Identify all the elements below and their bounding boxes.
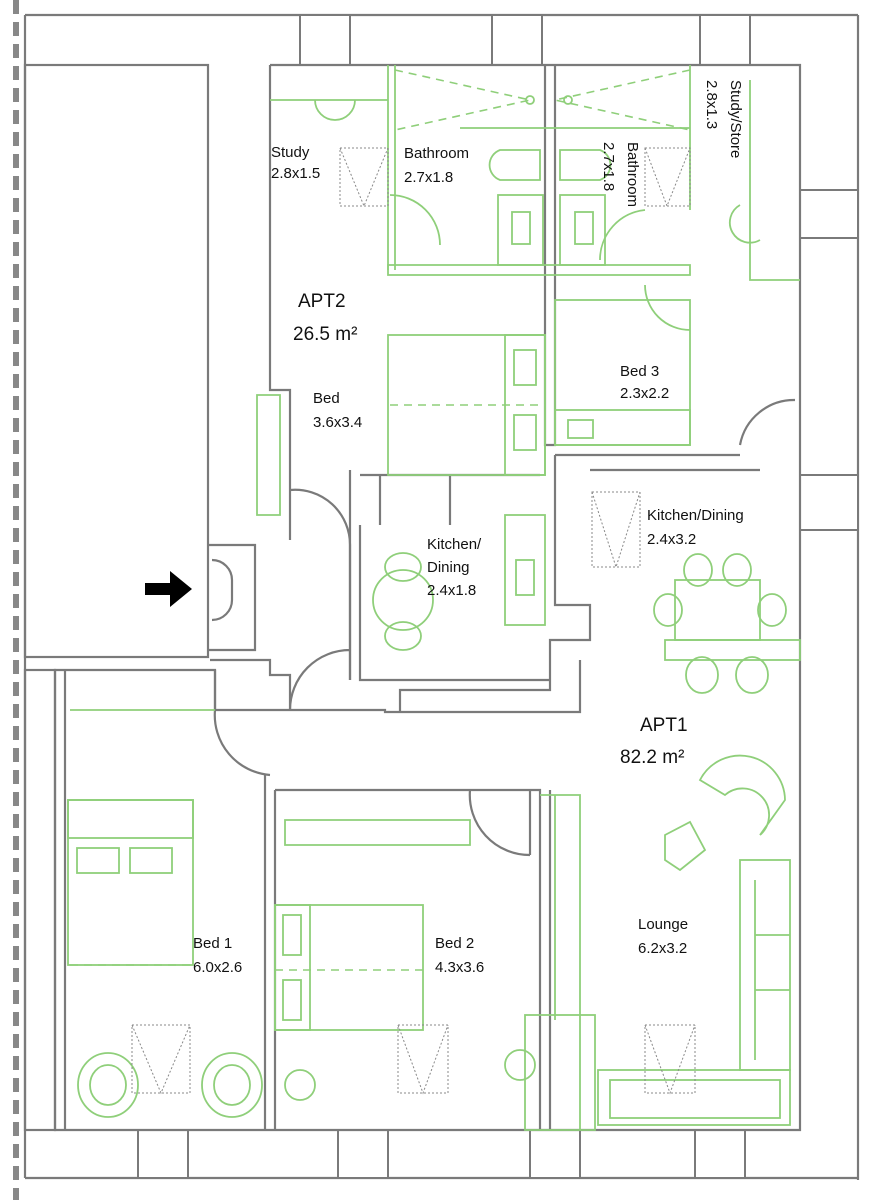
windows xyxy=(137,14,859,1179)
room-size: 2.3x2.2 xyxy=(620,385,669,402)
apt2-name: APT2 xyxy=(298,291,346,312)
room-name: Dining xyxy=(427,559,470,576)
arrow-right-icon xyxy=(145,571,192,607)
doors xyxy=(213,194,796,857)
apt1-area: 82.2 m² xyxy=(620,747,684,768)
room-size: 6.2x3.2 xyxy=(638,940,687,957)
room-name: Study/Store xyxy=(727,80,744,158)
room-size: 4.3x3.6 xyxy=(435,959,484,976)
room-name: Bathroom xyxy=(404,145,469,162)
room-size: 2.7x1.8 xyxy=(404,169,453,186)
room-name: Lounge xyxy=(638,916,688,933)
neighbour-block xyxy=(23,63,210,659)
room-size: 2.4x3.2 xyxy=(647,531,696,548)
room-size: 6.0x2.6 xyxy=(193,959,242,976)
room-name: Bathroom xyxy=(624,142,641,207)
room-name: Kitchen/ xyxy=(427,536,482,553)
room-size: 3.6x3.4 xyxy=(313,414,362,431)
room-name: Bed xyxy=(313,390,340,407)
room-size: 2.8x1.5 xyxy=(271,165,320,182)
room-name: Kitchen/Dining xyxy=(647,507,744,524)
room-name: Bed 1 xyxy=(193,935,232,952)
room-size: 2.8x1.3 xyxy=(703,80,720,129)
room-size: 2.4x1.8 xyxy=(427,582,476,599)
apt2-area: 26.5 m² xyxy=(293,324,357,345)
room-name: Bed 3 xyxy=(620,363,659,380)
room-labels: Study 2.8x1.5 Bathroom 2.7x1.8 Bathroom … xyxy=(193,80,744,976)
room-name: Study xyxy=(271,144,310,161)
entrance-door[interactable] xyxy=(211,558,234,622)
wardrobes xyxy=(131,147,696,1095)
room-size: 2.7x1.8 xyxy=(600,142,617,191)
apt1-name: APT1 xyxy=(640,715,688,736)
furniture xyxy=(67,65,801,1131)
room-name: Bed 2 xyxy=(435,935,474,952)
walls xyxy=(53,63,802,1132)
